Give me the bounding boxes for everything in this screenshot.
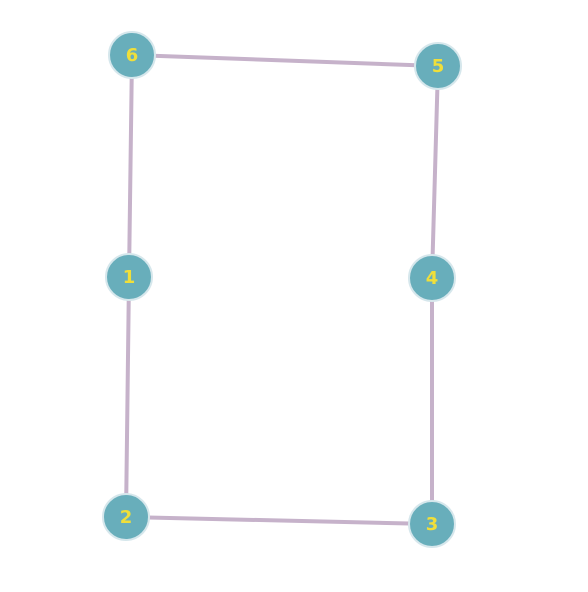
node-label: 1 bbox=[123, 267, 136, 288]
nodes-layer: 1 2 3 4 5 6 bbox=[102, 31, 462, 548]
node-circle[interactable] bbox=[408, 500, 456, 548]
node-label: 6 bbox=[126, 45, 139, 66]
node-label: 3 bbox=[426, 514, 439, 535]
node-6[interactable]: 6 bbox=[108, 31, 156, 79]
node-label: 2 bbox=[120, 507, 133, 528]
node-4[interactable]: 4 bbox=[408, 254, 456, 302]
node-circle[interactable] bbox=[102, 493, 150, 541]
edges-layer bbox=[124, 53, 440, 526]
node-circle[interactable] bbox=[108, 31, 156, 79]
node-1[interactable]: 1 bbox=[105, 253, 153, 301]
node-label: 5 bbox=[432, 56, 445, 77]
edge-4-5 bbox=[430, 64, 440, 280]
node-circle[interactable] bbox=[105, 253, 153, 301]
edge-6-1 bbox=[127, 53, 134, 279]
edge-1-2 bbox=[124, 275, 131, 519]
edge-6-5 bbox=[130, 53, 440, 68]
node-circle[interactable] bbox=[408, 254, 456, 302]
node-label: 4 bbox=[426, 268, 439, 289]
node-circle[interactable] bbox=[414, 42, 462, 90]
node-5[interactable]: 5 bbox=[414, 42, 462, 90]
node-3[interactable]: 3 bbox=[408, 500, 456, 548]
node-2[interactable]: 2 bbox=[102, 493, 150, 541]
edge-2-3 bbox=[124, 515, 434, 526]
